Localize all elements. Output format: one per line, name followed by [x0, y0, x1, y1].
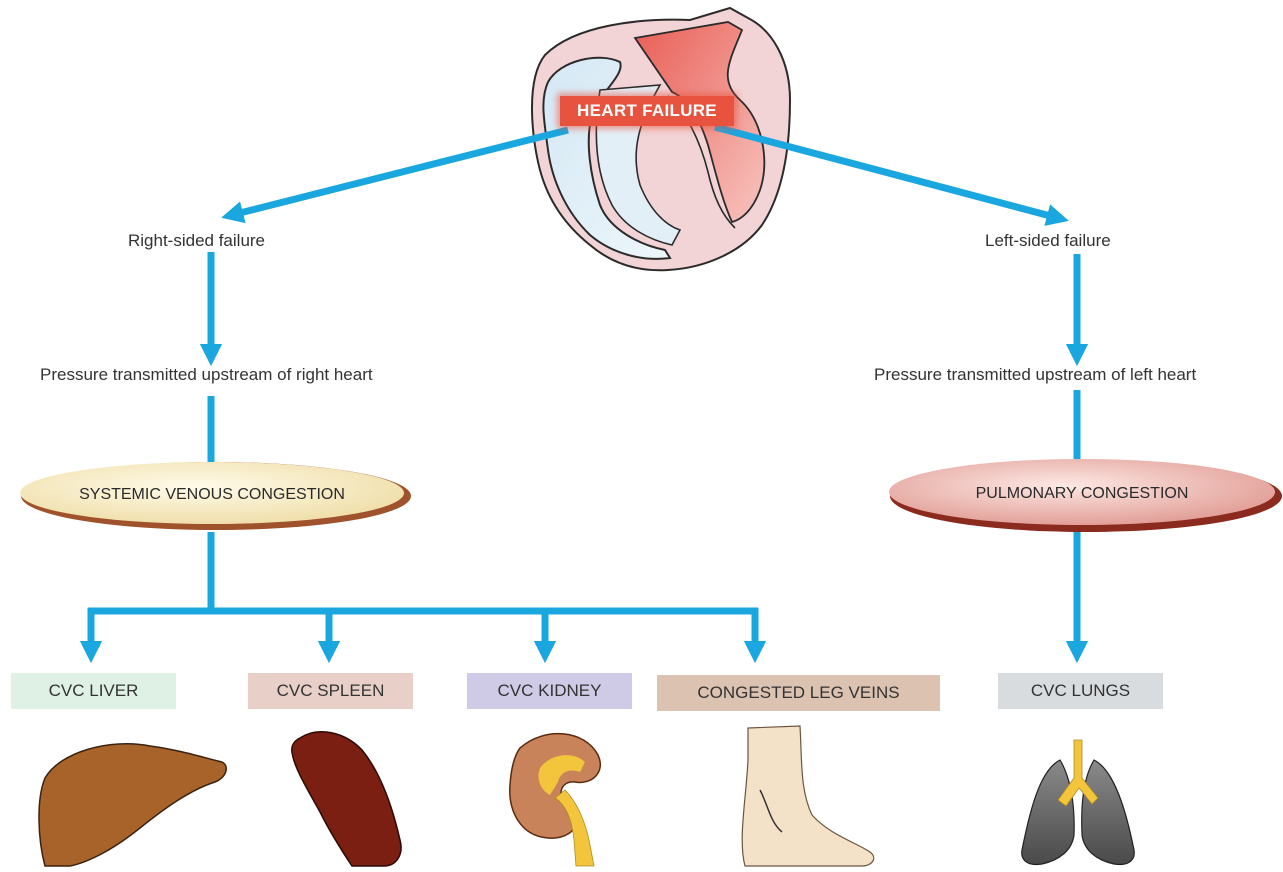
kidney-image: [510, 734, 601, 866]
arrow-to-right-failure: [232, 130, 568, 215]
pulmonary-congestion-label: PULMONARY CONGESTION: [976, 485, 1189, 502]
systemic-venous-congestion-oval: SYSTEMIC VENOUS CONGESTION: [20, 462, 411, 530]
cvc-kidney-box: CVC KIDNEY: [467, 673, 632, 709]
left-sided-failure-label: Left-sided failure: [985, 231, 1111, 251]
cvc-liver-box: CVC LIVER: [11, 673, 176, 709]
right-sided-failure-label: Right-sided failure: [128, 231, 265, 251]
spleen-image: [292, 732, 401, 866]
congested-leg-veins-box: CONGESTED LEG VEINS: [657, 675, 940, 711]
systemic-venous-congestion-label: SYSTEMIC VENOUS CONGESTION: [79, 486, 345, 503]
pulmonary-congestion-oval: PULMONARY CONGESTION: [889, 459, 1282, 532]
liver-image: [39, 744, 226, 866]
heart-failure-title: HEART FAILURE: [560, 96, 734, 126]
left-pressure-label: Pressure transmitted upstream of left he…: [874, 365, 1196, 385]
cvc-lungs-box: CVC LUNGS: [998, 673, 1163, 709]
lungs-image: [1022, 740, 1135, 864]
foot-image: [742, 726, 874, 866]
right-pressure-label: Pressure transmitted upstream of right h…: [40, 365, 373, 385]
cvc-spleen-box: CVC SPLEEN: [248, 673, 413, 709]
